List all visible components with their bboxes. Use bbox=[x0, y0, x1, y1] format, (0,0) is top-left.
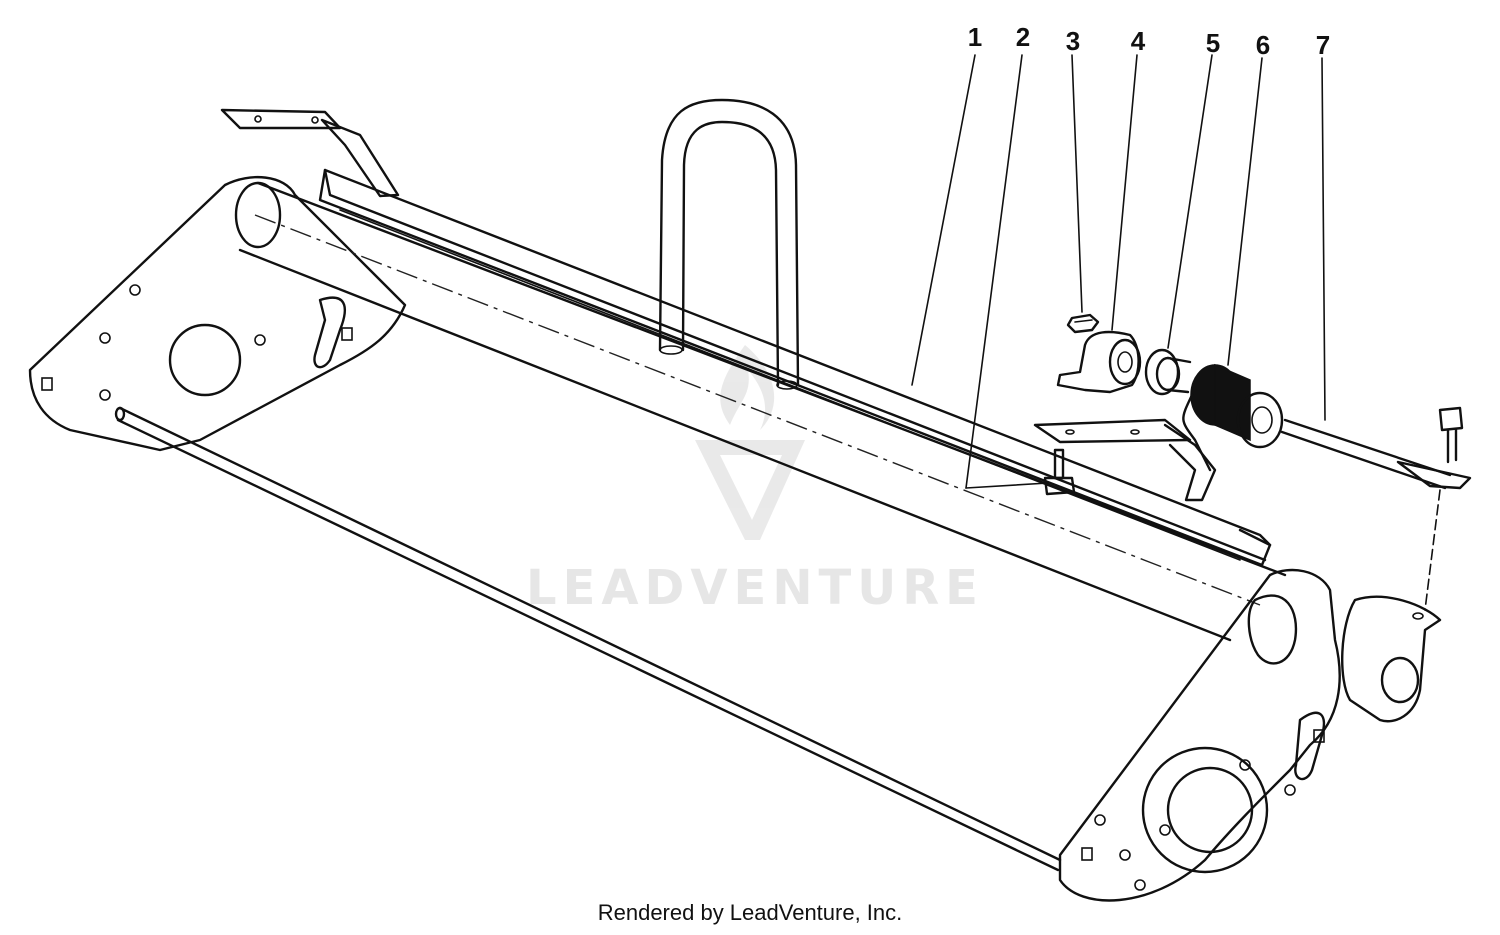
right-clamp bbox=[1341, 595, 1442, 723]
callout-2: 2 bbox=[1015, 22, 1031, 52]
part-6-drive-gear bbox=[1182, 363, 1284, 472]
part-7-shaft bbox=[1280, 406, 1472, 611]
callout-4: 4 bbox=[1130, 26, 1146, 56]
right-side-plate bbox=[1058, 568, 1341, 902]
part-2-bolt bbox=[965, 448, 1076, 496]
footer-credit: Rendered by LeadVenture, Inc. bbox=[597, 900, 903, 925]
callout-3: 3 bbox=[1065, 26, 1081, 56]
callout-7: 7 bbox=[1315, 30, 1331, 60]
callout-6: 6 bbox=[1255, 30, 1271, 60]
part-3-nut bbox=[1066, 313, 1100, 334]
roller-tube bbox=[234, 181, 1287, 642]
part-5-bushing bbox=[1144, 348, 1192, 396]
leader-lines bbox=[911, 54, 1326, 489]
handle-loop bbox=[658, 98, 800, 390]
watermark-logo bbox=[695, 345, 805, 540]
mount-bracket-left bbox=[220, 108, 400, 198]
watermark-text: LEADVENTURE bbox=[526, 560, 984, 616]
front-rod bbox=[114, 406, 1062, 872]
callout-1: 1 bbox=[967, 22, 983, 52]
motor-mount-bracket bbox=[1033, 418, 1217, 502]
callout-5: 5 bbox=[1205, 28, 1221, 58]
part-4-bearing-housing bbox=[1056, 330, 1142, 394]
left-side-plate bbox=[28, 175, 407, 452]
angle-bar bbox=[318, 168, 1272, 567]
